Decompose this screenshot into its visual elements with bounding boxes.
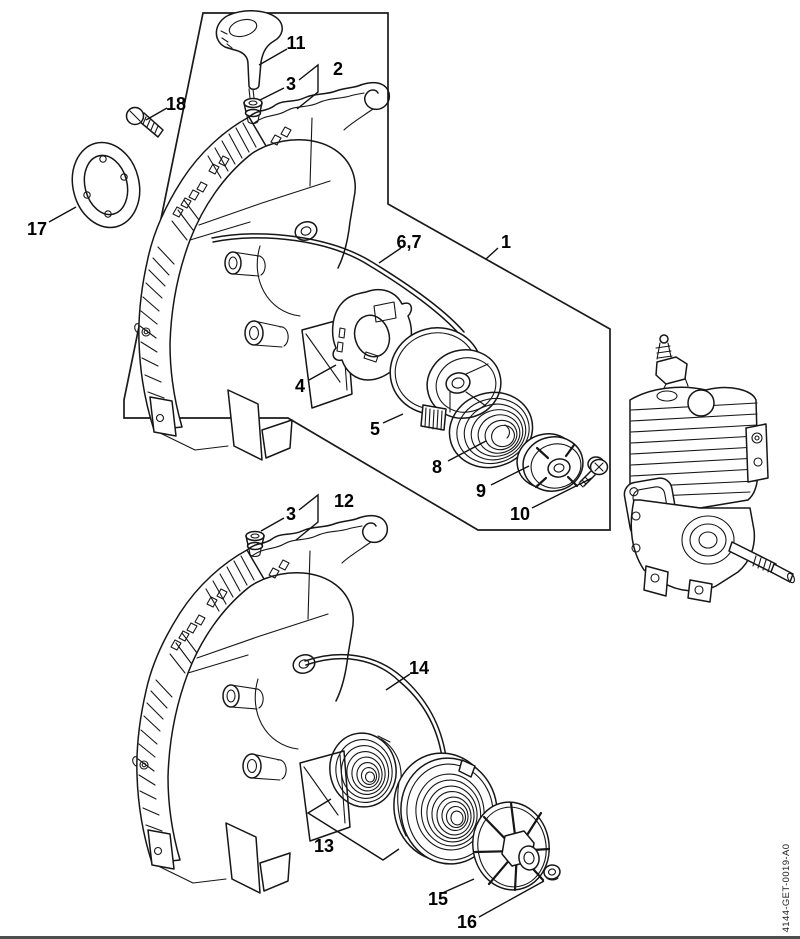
callout-8: 8 bbox=[432, 457, 442, 477]
drawing-number: 4144-GET-0019-A0 bbox=[781, 844, 792, 933]
screw-18-drawing bbox=[125, 106, 164, 138]
starter-cup-drawing bbox=[516, 433, 584, 492]
assembly-1-border bbox=[123, 12, 611, 531]
leader-lines bbox=[48, 48, 593, 918]
callout-13: 13 bbox=[314, 836, 334, 856]
callouts: 11 3 2 18 17 6,7 1 4 5 8 9 10 3 12 14 13… bbox=[27, 33, 530, 932]
nut-drawing bbox=[543, 864, 561, 881]
callout-5: 5 bbox=[370, 419, 380, 439]
callout-14: 14 bbox=[409, 658, 429, 678]
pawl-plate-drawing bbox=[331, 288, 413, 381]
assembly-1 bbox=[71, 10, 611, 531]
callout-4: 4 bbox=[295, 376, 305, 396]
rotor-with-spring-drawing bbox=[393, 752, 498, 865]
callout-17: 17 bbox=[27, 219, 47, 239]
cover-ring-drawing bbox=[71, 141, 141, 229]
callout-3-top: 3 bbox=[286, 74, 296, 94]
assembly-12 bbox=[131, 514, 561, 894]
screw-10-drawing bbox=[578, 456, 609, 488]
callout-6-7: 6,7 bbox=[396, 232, 421, 252]
callout-15: 15 bbox=[428, 889, 448, 909]
callout-12: 12 bbox=[334, 491, 354, 511]
callout-9: 9 bbox=[476, 481, 486, 501]
callout-1: 1 bbox=[501, 232, 511, 252]
fan-housing-bottom-drawing bbox=[131, 514, 389, 894]
callout-3-bottom: 3 bbox=[286, 504, 296, 524]
engine-cylinder-drawing bbox=[623, 334, 795, 603]
rewind-spring-drawing bbox=[448, 391, 534, 469]
fan-wheel-drawing bbox=[472, 801, 551, 892]
callout-11: 11 bbox=[286, 33, 305, 53]
callout-16: 16 bbox=[457, 912, 477, 932]
callout-2: 2 bbox=[333, 59, 343, 79]
starter-rope-top-drawing bbox=[211, 233, 465, 336]
callout-18: 18 bbox=[166, 94, 186, 114]
starter-grip-drawing bbox=[215, 10, 283, 99]
fan-housing-top-drawing bbox=[133, 81, 391, 461]
callout-10: 10 bbox=[510, 504, 530, 524]
